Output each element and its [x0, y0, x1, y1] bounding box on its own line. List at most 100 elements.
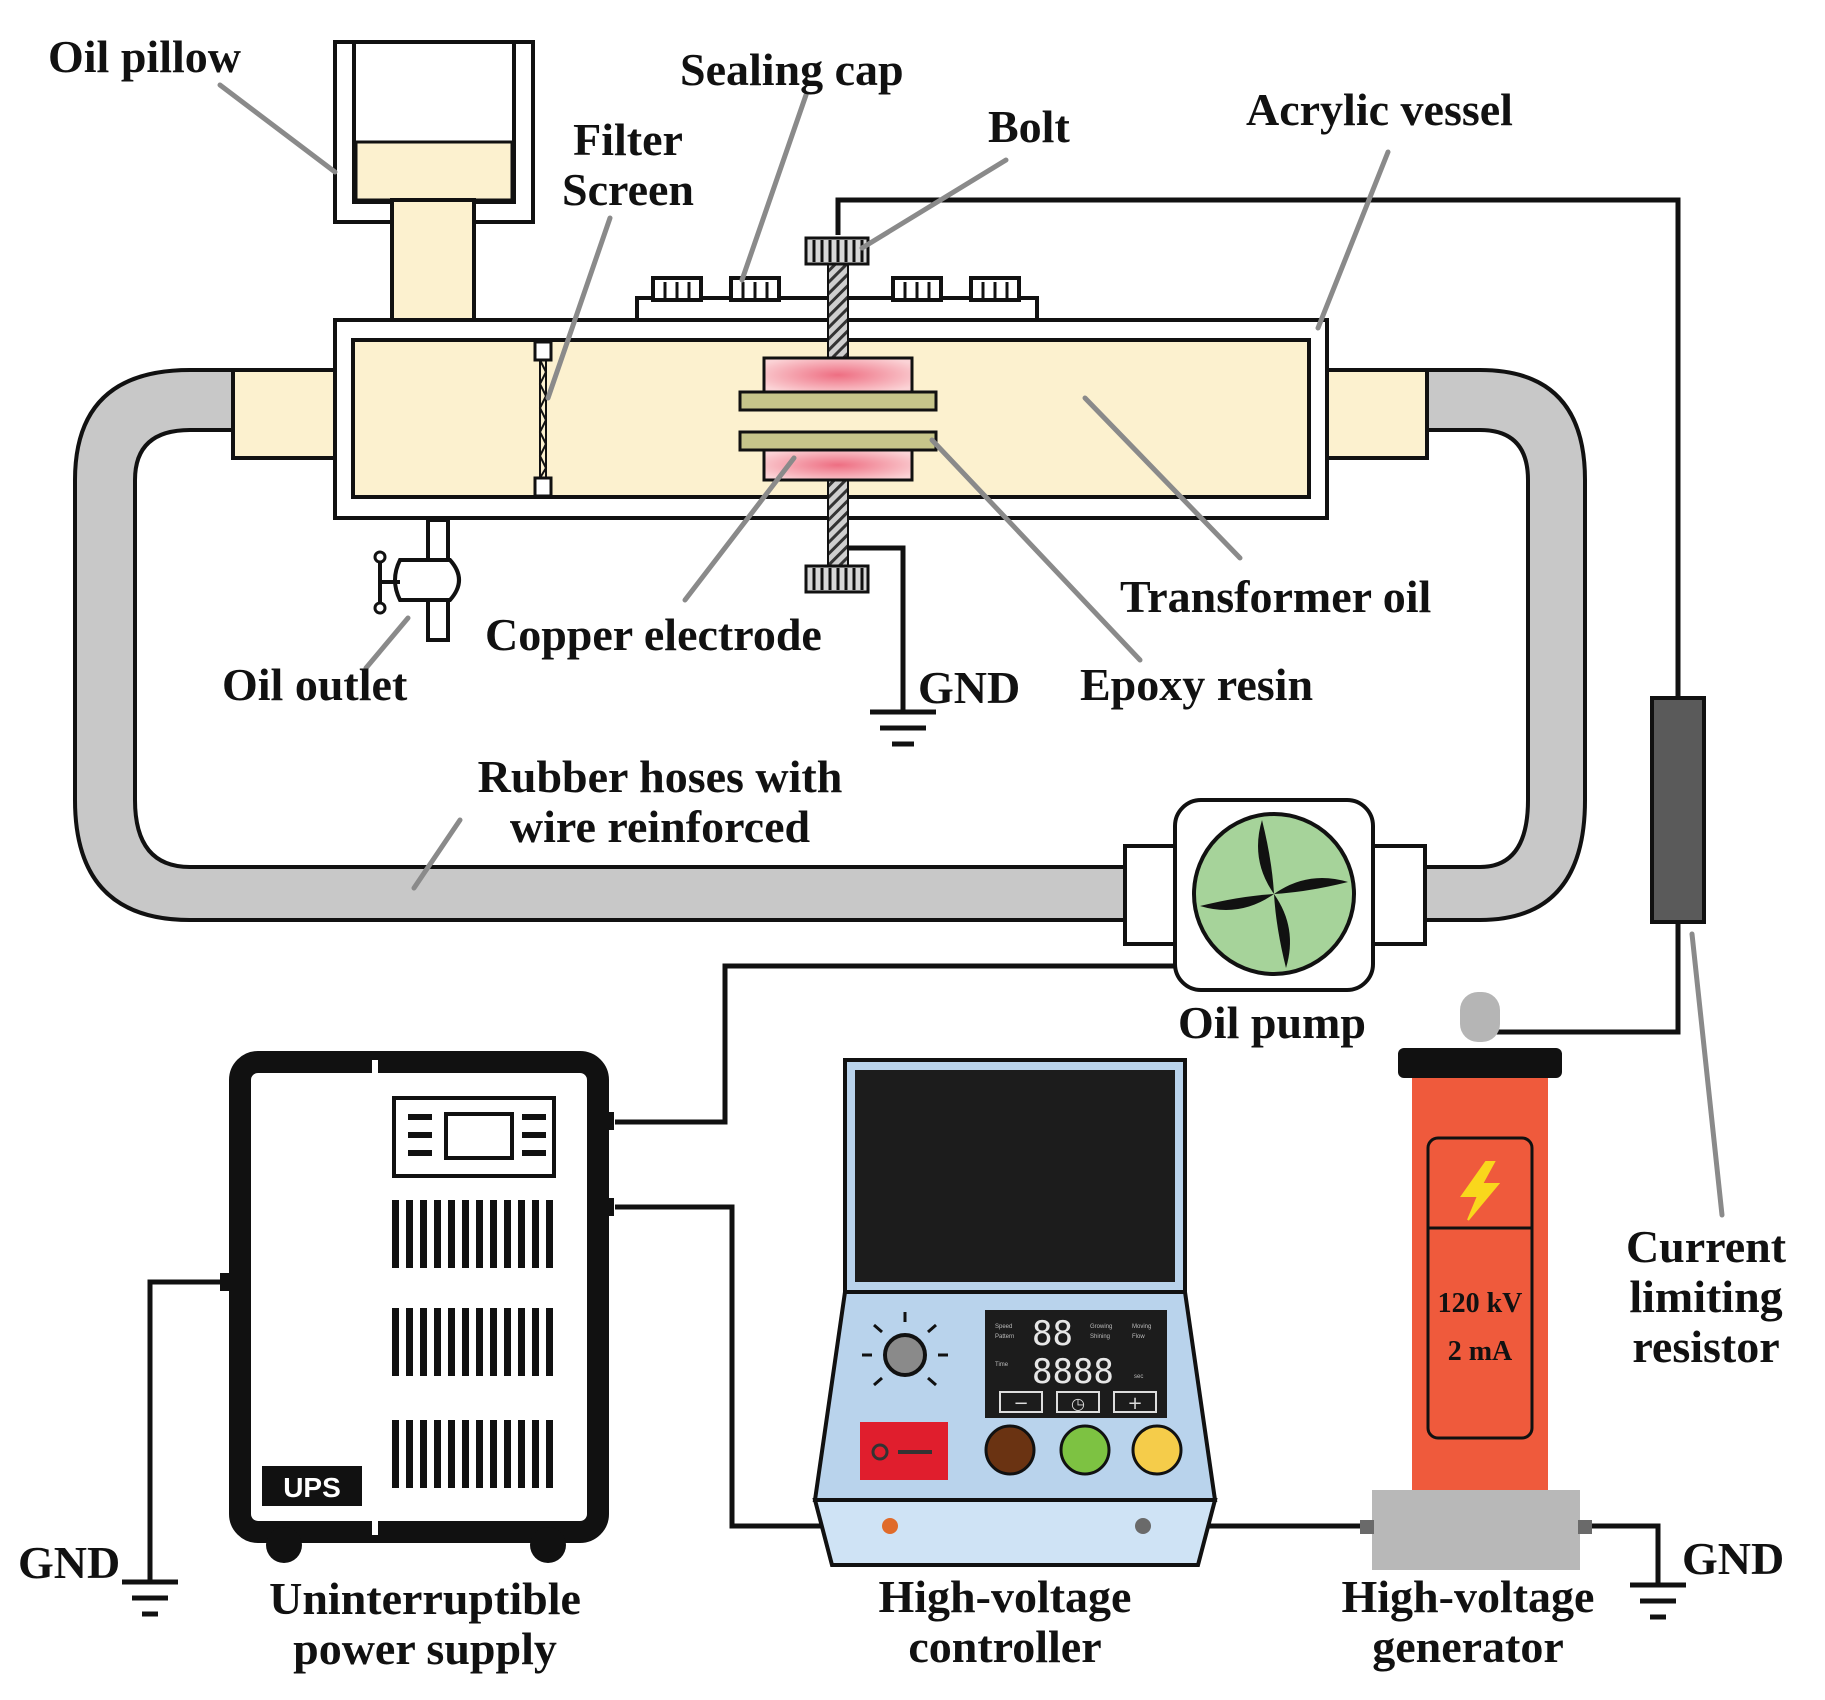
label-controller-line1: High-voltage: [879, 1571, 1132, 1622]
label-ups-line1: Uninterruptible: [269, 1573, 581, 1624]
label-generator-line2: generator: [1372, 1621, 1564, 1672]
ups-vent-slot: [490, 1420, 497, 1488]
label-gnd-ups: GND: [18, 1537, 120, 1588]
ground-wire-ups: [147, 1279, 225, 1582]
ups-vent-slot: [448, 1308, 455, 1376]
label-gnd-generator: GND: [1682, 1533, 1784, 1584]
pointer-acrylic-vessel: [1315, 149, 1391, 331]
ups-vent-slot: [434, 1420, 441, 1488]
ups-vent-slot: [490, 1308, 497, 1376]
caption-pattern: Pattern: [995, 1334, 1014, 1340]
ups-vent-slot: [392, 1200, 399, 1268]
ups-vent-slot: [476, 1420, 483, 1488]
caption-speed: Speed: [995, 1324, 1012, 1330]
label-oil-pillow: Oil pillow: [48, 31, 241, 82]
ups-vent-slot: [420, 1200, 427, 1268]
epoxy-resin-lower: [762, 448, 914, 482]
caption-unit: sec: [1134, 1374, 1143, 1380]
label-resistor-line3: resistor: [1632, 1321, 1779, 1372]
button-minus: −: [1013, 1393, 1028, 1414]
display-speed: 88: [1032, 1314, 1073, 1354]
ups-vent-slot: [518, 1420, 525, 1488]
label-resistor-line1: Current: [1626, 1221, 1787, 1272]
bolt-head-top: [804, 236, 870, 266]
button-timer: ◷: [1071, 1394, 1085, 1413]
ups-vents: [392, 1200, 553, 1488]
caption-shining: Shining: [1090, 1334, 1110, 1340]
label-controller-line2: controller: [908, 1621, 1101, 1672]
ups-vent-slot: [448, 1200, 455, 1268]
ups-vent-slot: [518, 1200, 525, 1268]
ground-symbol-generator: [1630, 1582, 1686, 1620]
label-generator-line1: High-voltage: [1342, 1571, 1595, 1622]
label-oil-outlet: Oil outlet: [222, 659, 408, 710]
label-sealing-cap: Sealing cap: [680, 44, 904, 95]
label-oil-pump: Oil pump: [1178, 997, 1366, 1048]
pointer-filter-screen: [545, 215, 613, 401]
label-copper-electrode: Copper electrode: [485, 609, 822, 660]
caption-moving: Moving: [1132, 1324, 1151, 1330]
label-filter-screen-line1: Filter: [573, 114, 683, 165]
ups-vent-slot: [406, 1200, 413, 1268]
current-limiting-resistor: [1650, 696, 1706, 924]
caption-growing: Growing: [1090, 1324, 1112, 1330]
label-ups-line2: power supply: [293, 1623, 557, 1674]
ups-vent-slot: [406, 1308, 413, 1376]
ups-unit: [220, 1051, 614, 1563]
ups-vent-slot: [546, 1308, 553, 1376]
label-bolt: Bolt: [988, 101, 1070, 152]
display-main: 8888: [1032, 1352, 1114, 1392]
pointer-sealing-cap: [739, 92, 809, 283]
ups-badge: UPS: [283, 1472, 341, 1503]
ups-vent-slot: [462, 1420, 469, 1488]
wire-ups-to-pump: [615, 963, 1176, 1125]
ups-vent-slot: [490, 1200, 497, 1268]
pointer-transformer-oil: [1082, 395, 1243, 561]
ups-vent-slot: [476, 1308, 483, 1376]
pointer-oil-outlet: [363, 615, 411, 671]
label-gnd-electrode: GND: [918, 662, 1020, 713]
pointer-epoxy-resin: [929, 437, 1143, 663]
filter-screen: [533, 340, 553, 498]
label-transformer-oil: Transformer oil: [1120, 571, 1431, 622]
pointer-resistor: [1689, 931, 1725, 1218]
bolt-shaft-bottom: [827, 469, 849, 569]
ground-wire-generator: [1588, 1523, 1661, 1585]
copper-electrode-lower: [738, 430, 938, 452]
rubber-hose: [73, 368, 1127, 922]
epoxy-resin-upper: [762, 356, 914, 394]
ups-vent-slot: [462, 1200, 469, 1268]
oil-outlet-valve: [373, 518, 461, 642]
hv-generator: [1360, 992, 1592, 1570]
ups-vent-slot: [462, 1308, 469, 1376]
hv-controller: [812, 1058, 1218, 1567]
controller-display: 88 8888 Speed Pattern Time Growing Shini…: [995, 1314, 1157, 1414]
ups-vent-slot: [420, 1308, 427, 1376]
ups-vent-slot: [546, 1420, 553, 1488]
caption-time: Time: [995, 1362, 1009, 1368]
ups-vent-slot: [518, 1308, 525, 1376]
power-switch: [871, 1443, 932, 1461]
generator-rating-ma: 2 mA: [1448, 1336, 1513, 1367]
ups-vent-slot: [504, 1420, 511, 1488]
label-rubber-hoses-line2: wire reinforced: [510, 801, 811, 852]
caption-flow: Flow: [1132, 1334, 1145, 1340]
ups-vent-slot: [546, 1200, 553, 1268]
ground-wire-electrode: [848, 545, 906, 712]
bolt-head-bottom: [804, 564, 870, 594]
ups-vent-slot: [504, 1308, 511, 1376]
label-filter-screen-line2: Screen: [562, 164, 694, 215]
ups-vent-slot: [532, 1308, 539, 1376]
ups-vent-slot: [420, 1420, 427, 1488]
ups-vent-slot: [532, 1420, 539, 1488]
ground-symbol-ups: [122, 1579, 178, 1617]
pointer-copper-electrode: [682, 455, 797, 603]
lightning-icon: [1460, 1161, 1501, 1221]
pointer-oil-pillow: [217, 82, 338, 175]
label-resistor-line2: limiting: [1629, 1271, 1782, 1322]
ups-vent-slot: [448, 1420, 455, 1488]
ups-vent-slot: [392, 1420, 399, 1488]
ups-vent-slot: [476, 1200, 483, 1268]
